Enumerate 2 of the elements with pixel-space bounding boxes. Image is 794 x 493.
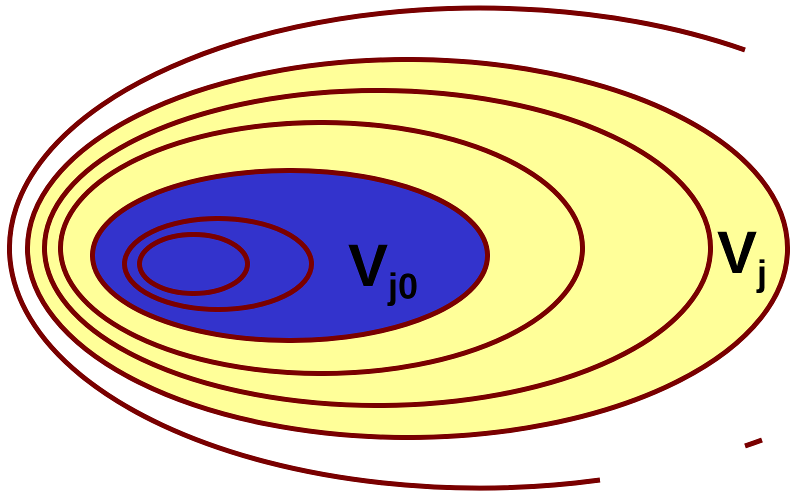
space-label: V$_{j0}$ bbox=[348, 236, 418, 305]
space-label: V$_{j}$ bbox=[717, 223, 768, 292]
